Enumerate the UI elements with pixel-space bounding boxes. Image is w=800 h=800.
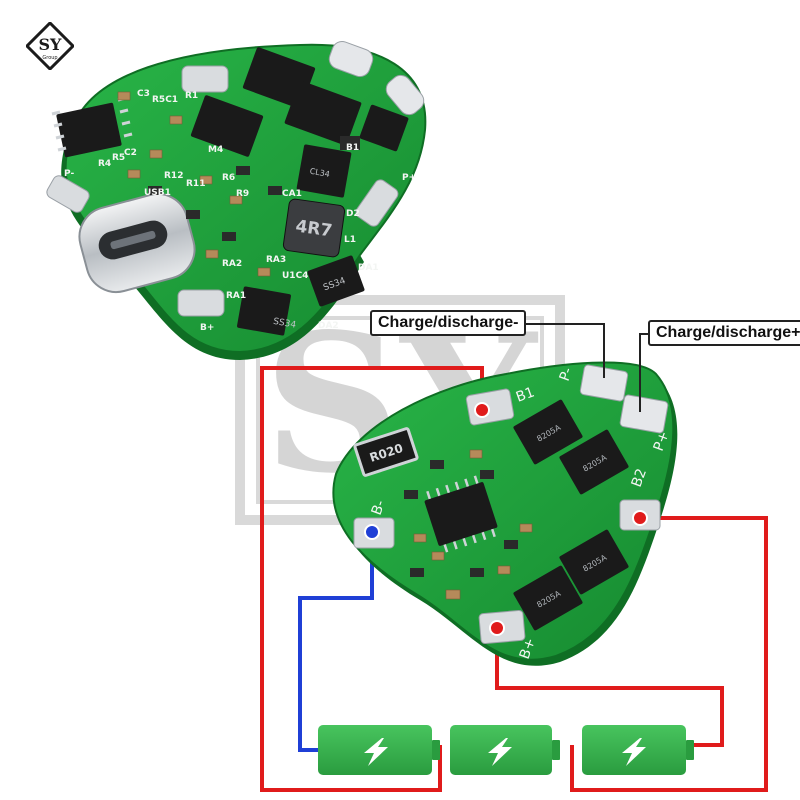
- svg-text:Group: Group: [42, 55, 57, 61]
- svg-text:B+: B+: [200, 323, 214, 333]
- pad-p-minus: [579, 364, 629, 402]
- pad-top-1: [181, 65, 229, 93]
- svg-text:USB1: USB1: [144, 188, 171, 198]
- svg-text:SS34: SS34: [272, 317, 297, 331]
- top-pcb-board: 4R7 SS34 SS34 CL34 C3 R5C1 R1 M4 R4 R5 C…: [46, 40, 427, 360]
- protection-ic: [424, 482, 498, 546]
- battery-1: [318, 725, 440, 775]
- svg-text:SY: SY: [39, 35, 63, 54]
- svg-text:R11: R11: [186, 179, 205, 189]
- lightning-bolt-icon: [622, 738, 646, 766]
- svg-text:R5C1: R5C1: [152, 95, 178, 105]
- charge-discharge-minus-label: Charge/discharge-: [370, 310, 527, 336]
- svg-text:D2: D2: [346, 209, 360, 219]
- svg-text:B2: B2: [629, 466, 650, 489]
- shunt-resistor: R020: [353, 427, 419, 477]
- svg-text:M4: M4: [208, 145, 223, 155]
- svg-text:R12: R12: [164, 171, 183, 181]
- svg-text:CL34: CL34: [309, 167, 330, 179]
- svg-text:U1C4: U1C4: [282, 271, 308, 281]
- svg-text:RA3: RA3: [266, 255, 286, 265]
- brand-logo: SY Group: [26, 22, 74, 70]
- svg-text:P+: P+: [651, 429, 673, 453]
- svg-text:R9: R9: [236, 189, 249, 199]
- svg-text:RA2: RA2: [222, 259, 242, 269]
- svg-text:C3: C3: [137, 89, 150, 99]
- svg-text:B1: B1: [346, 143, 359, 153]
- svg-text:RA1: RA1: [226, 291, 246, 301]
- pad-p-plus: [619, 394, 669, 434]
- svg-text:P-: P-: [557, 366, 577, 384]
- svg-text:B1: B1: [514, 384, 537, 405]
- svg-text:R1: R1: [185, 91, 198, 101]
- battery-3: [582, 725, 694, 775]
- svg-text:C2: C2: [124, 148, 137, 158]
- battery-pack: [318, 725, 694, 775]
- lightning-bolt-icon: [488, 738, 512, 766]
- svg-text:CA1: CA1: [282, 189, 302, 199]
- svg-text:P+: P+: [402, 173, 416, 183]
- svg-text:R4: R4: [98, 159, 111, 169]
- bottom-pcb-board: R020 8205A 8205A 8205A 8205A: [332, 361, 678, 666]
- svg-text:R5: R5: [112, 153, 125, 163]
- lightning-bolt-icon: [364, 738, 388, 766]
- charge-discharge-plus-label: Charge/discharge+: [648, 320, 800, 346]
- svg-text:R6: R6: [222, 173, 235, 183]
- usb-c-connector: [78, 192, 196, 294]
- svg-text:L1: L1: [344, 235, 356, 245]
- svg-text:B+: B+: [517, 636, 539, 662]
- mosfet-group: 8205A 8205A 8205A 8205A: [513, 399, 629, 631]
- wiring: [260, 366, 768, 792]
- svg-text:DA1: DA1: [358, 263, 379, 273]
- svg-text:P-: P-: [64, 169, 74, 179]
- battery-2: [450, 725, 560, 775]
- svg-text:DA2: DA2: [318, 321, 339, 331]
- callout-leaders: [522, 323, 648, 412]
- inductor-4r7: 4R7: [282, 198, 346, 258]
- svg-text:B-: B-: [369, 498, 389, 517]
